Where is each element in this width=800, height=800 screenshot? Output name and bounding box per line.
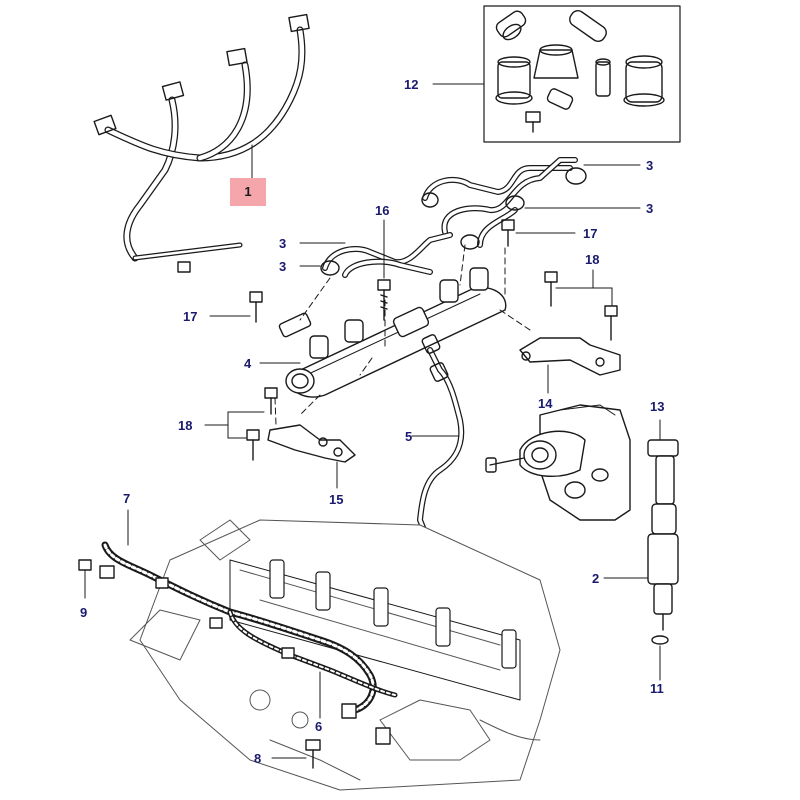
callout-1: 1 [230, 178, 266, 206]
injector-pipes-left [299, 232, 480, 278]
callout-5: 5 [405, 429, 413, 444]
bracket-15 [267, 424, 356, 489]
callout-7: 7 [123, 491, 131, 506]
callout-2: 2 [592, 571, 600, 586]
bolts-18-left [204, 387, 278, 461]
callout-14: 14 [538, 396, 553, 411]
callout-9: 9 [80, 605, 88, 620]
callout-11: 11 [650, 681, 664, 696]
callout-17-a: 17 [583, 226, 598, 241]
callout-3-a: 3 [646, 158, 654, 173]
callout-17-b: 17 [183, 309, 198, 324]
callout-12: 12 [404, 77, 419, 92]
callout-18-b: 18 [178, 418, 193, 433]
injector [603, 419, 679, 681]
injector-pipes-upper [421, 157, 641, 248]
callout-16: 16 [375, 203, 390, 218]
fuel-pump [485, 404, 631, 521]
bolt-8 [271, 739, 321, 769]
bolts-18-right [544, 269, 618, 341]
callout-3-c: 3 [279, 236, 287, 251]
bolt-9 [78, 559, 92, 599]
alignment-lines [274, 244, 531, 426]
bracket-14 [519, 337, 621, 394]
bolt-17-upper [501, 219, 576, 247]
callout-18-a: 18 [585, 252, 600, 267]
bolt-17-left [209, 291, 263, 323]
callout-8: 8 [254, 751, 262, 766]
callout-4: 4 [244, 356, 252, 371]
fuel-rail [259, 267, 507, 398]
callout-3-d: 3 [279, 259, 287, 274]
return-hose-assembly [93, 13, 310, 273]
seal-kit-box [432, 5, 681, 143]
callout-6: 6 [315, 719, 323, 734]
engine-block [129, 519, 561, 791]
wiring-harness [99, 509, 398, 745]
bolt-16 [377, 219, 391, 321]
callout-15: 15 [329, 492, 344, 507]
feed-pipe [411, 334, 465, 556]
callout-3-b: 3 [646, 201, 654, 216]
callout-13: 13 [650, 399, 665, 414]
